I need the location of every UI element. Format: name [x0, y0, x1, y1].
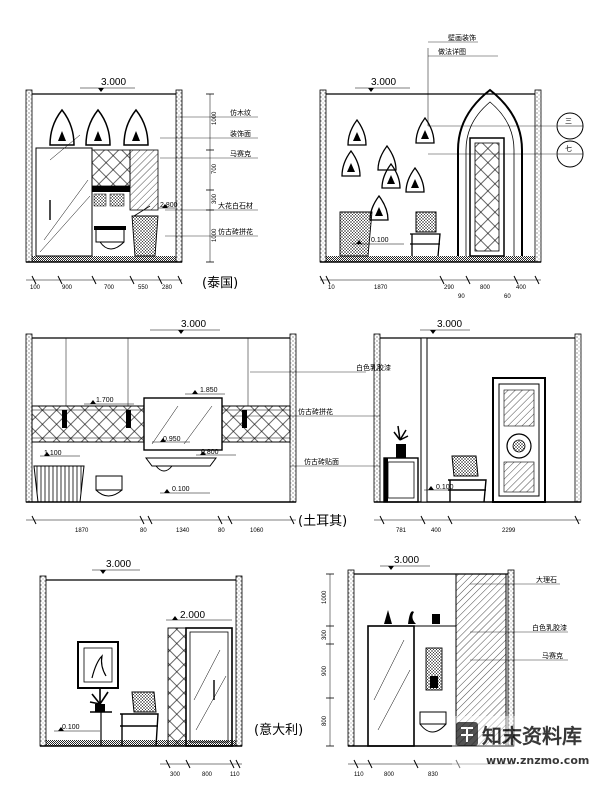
svg-text:290: 290: [444, 285, 455, 291]
detail-marker: 七: [565, 144, 572, 153]
svg-text:1.700: 1.700: [96, 397, 114, 404]
svg-text:壁画装饰: 壁画装饰: [448, 33, 476, 42]
svg-text:900: 900: [62, 285, 73, 291]
svg-text:0.800: 0.800: [201, 449, 219, 456]
svg-text:3.000: 3.000: [437, 319, 462, 330]
svg-text:1.850: 1.850: [200, 387, 218, 394]
svg-text:1000: 1000: [212, 111, 218, 125]
svg-text:300: 300: [170, 772, 181, 778]
svg-text:仿古砖拼花: 仿古砖拼花: [218, 227, 253, 236]
svg-text:830: 830: [428, 772, 439, 778]
svg-text:3.000: 3.000: [106, 559, 131, 570]
svg-text:700: 700: [104, 285, 115, 291]
svg-text:300: 300: [212, 193, 218, 204]
svg-text:400: 400: [516, 285, 527, 291]
svg-text:800: 800: [384, 772, 395, 778]
svg-text:仿古砖拼花: 仿古砖拼花: [298, 407, 333, 416]
svg-text:1000: 1000: [322, 590, 328, 604]
svg-text:3.000: 3.000: [394, 555, 419, 566]
svg-text:1060: 1060: [250, 528, 264, 534]
svg-text:0.950: 0.950: [163, 436, 181, 443]
logo-icon: [456, 722, 478, 746]
elevation-italy-a: 3.000 2.000 0.100 300: [39, 559, 243, 778]
svg-text:2299: 2299: [502, 528, 516, 534]
elevation-china-a: 3.000 1.700 1.850: [25, 319, 391, 534]
svg-text:3.000: 3.000: [371, 77, 396, 88]
svg-text:装饰面: 装饰面: [230, 129, 251, 138]
svg-text:做法详图: 做法详图: [438, 47, 466, 56]
svg-text:781: 781: [396, 528, 407, 534]
svg-text:1870: 1870: [75, 528, 89, 534]
svg-text:白色乳胶漆: 白色乳胶漆: [356, 363, 391, 372]
watermark-url: www.znzmo.com: [486, 754, 589, 767]
svg-text:马赛克: 马赛克: [542, 651, 563, 660]
elevation-china-b: 3.000 0.100 781 400 2299: [373, 319, 582, 534]
svg-text:700: 700: [212, 163, 218, 174]
svg-text:90: 90: [458, 294, 465, 300]
watermark-name: 知末资料库: [482, 724, 582, 748]
elevation-italy-b: 3.000 1000 300 900 800 大理石: [322, 555, 568, 778]
style-label-thai: (泰国): [202, 276, 238, 291]
svg-text:0.100: 0.100: [371, 237, 389, 244]
svg-text:10: 10: [328, 285, 335, 291]
svg-text:100: 100: [30, 285, 41, 291]
svg-text:1.100: 1.100: [44, 450, 62, 457]
svg-text:3.000: 3.000: [181, 319, 206, 330]
elevation-thai-b: 3.000 0.100 壁画装饰 做法详图: [319, 33, 584, 300]
svg-text:0.100: 0.100: [62, 724, 80, 731]
svg-text:800: 800: [322, 715, 328, 726]
svg-text:2.000: 2.000: [180, 610, 205, 621]
svg-text:1870: 1870: [374, 285, 388, 291]
elevation-thai-a: 3.000 2.800: [25, 77, 258, 291]
svg-text:马赛克: 马赛克: [230, 149, 251, 158]
svg-text:60: 60: [504, 294, 511, 300]
svg-text:900: 900: [322, 665, 328, 676]
svg-text:80: 80: [218, 528, 225, 534]
svg-text:280: 280: [162, 285, 173, 291]
style-label-italy: (意大利): [254, 722, 303, 738]
svg-text:大理石: 大理石: [536, 575, 557, 584]
level-label: 2.800: [160, 202, 178, 209]
svg-text:110: 110: [354, 772, 364, 778]
style-label-turkey: (土耳其): [298, 514, 347, 529]
svg-text:550: 550: [138, 285, 149, 291]
height-label: 3.000: [101, 77, 126, 88]
svg-text:仿木纹: 仿木纹: [230, 108, 251, 117]
watermark: 知末资料库 www.znzmo.com: [452, 716, 589, 774]
svg-text:800: 800: [480, 285, 491, 291]
svg-text:800: 800: [202, 772, 213, 778]
svg-text:0.100: 0.100: [436, 484, 454, 491]
svg-text:110: 110: [230, 772, 240, 778]
svg-text:400: 400: [431, 528, 442, 534]
svg-text:1340: 1340: [176, 528, 190, 534]
svg-text:300: 300: [322, 629, 328, 640]
svg-text:1000: 1000: [212, 228, 218, 242]
svg-text:大花白石材: 大花白石材: [218, 201, 253, 210]
svg-text:仿古砖贴面: 仿古砖贴面: [304, 457, 339, 466]
svg-text:0.100: 0.100: [172, 486, 190, 493]
svg-text:80: 80: [140, 528, 147, 534]
detail-marker: 三: [565, 117, 572, 125]
svg-text:白色乳胶漆: 白色乳胶漆: [532, 623, 567, 632]
